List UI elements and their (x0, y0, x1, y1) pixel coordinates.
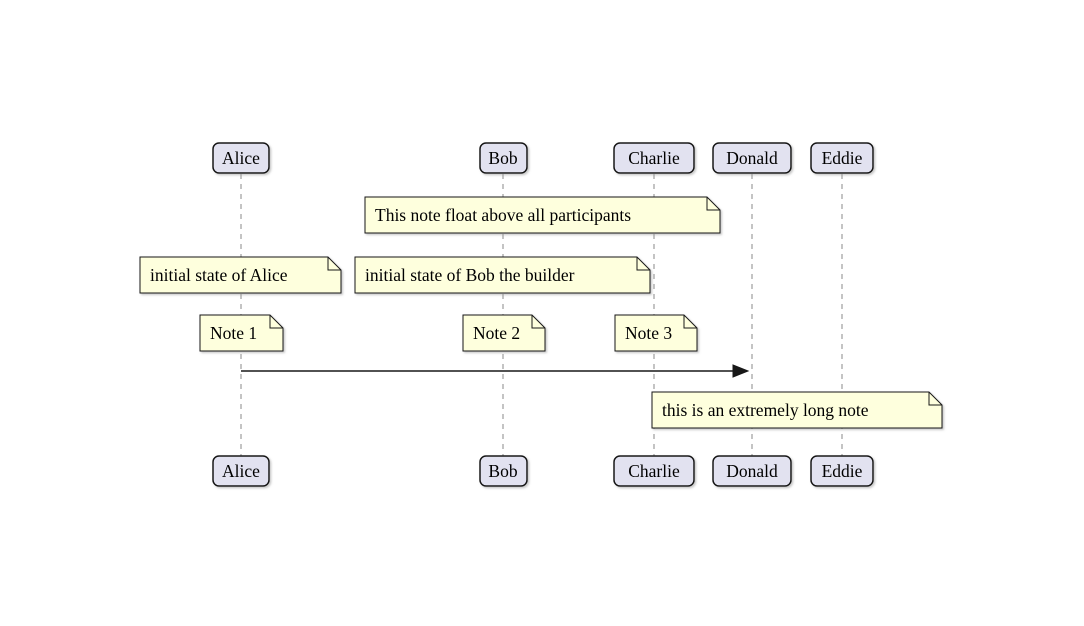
participants-top: Alice Bob Charlie Donald Eddie (212, 142, 874, 174)
note-long-text: this is an extremely long note (662, 400, 869, 420)
participant-top-donald (712, 142, 792, 174)
note-3 (614, 314, 698, 352)
participant-bottom-alice-label: Alice (222, 461, 260, 481)
participant-top-eddie-label: Eddie (822, 148, 863, 168)
participant-bottom-charlie-label: Charlie (628, 461, 680, 481)
note-2-text: Note 2 (473, 323, 520, 343)
note-alice-initial (139, 256, 342, 294)
participant-bottom-charlie (613, 455, 695, 487)
note-2-fold-icon (531, 315, 545, 329)
participants-bottom: Alice Bob Charlie Donald Eddie (212, 455, 874, 487)
participant-top-bob-label: Bob (488, 148, 517, 168)
message-alice-to-donald (241, 364, 750, 378)
participant-top-charlie (613, 142, 695, 174)
participant-bottom-alice (212, 455, 270, 487)
note-2 (462, 314, 546, 352)
note-float-text: This note float above all participants (375, 205, 631, 225)
participant-top-eddie (810, 142, 874, 174)
note-1-fold-icon (269, 315, 283, 329)
note-alice-initial-text: initial state of Alice (150, 265, 288, 285)
note-float (364, 196, 721, 234)
participant-bottom-eddie (810, 455, 874, 487)
message-arrowhead-icon (732, 364, 750, 378)
participant-bottom-donald-label: Donald (726, 461, 778, 481)
note-bob-initial (354, 256, 651, 294)
participant-bottom-donald (712, 455, 792, 487)
note-long (651, 391, 943, 429)
participant-top-donald-label: Donald (726, 148, 778, 168)
note-3-fold-icon (683, 315, 697, 329)
participant-bottom-bob (479, 455, 528, 487)
note-long-fold-icon (928, 392, 942, 406)
note-bob-initial-fold-icon (636, 257, 650, 271)
participant-top-alice-label: Alice (222, 148, 260, 168)
participant-bottom-bob-label: Bob (488, 461, 517, 481)
participant-bottom-eddie-label: Eddie (822, 461, 863, 481)
note-float-fold-icon (706, 197, 720, 211)
participant-top-charlie-label: Charlie (628, 148, 680, 168)
notes: This note float above all participants i… (139, 196, 943, 429)
note-1 (199, 314, 284, 352)
note-bob-initial-text: initial state of Bob the builder (365, 265, 575, 285)
note-1-text: Note 1 (210, 323, 257, 343)
participant-top-alice (212, 142, 270, 174)
note-3-text: Note 3 (625, 323, 672, 343)
participant-top-bob (479, 142, 528, 174)
note-alice-initial-fold-icon (327, 257, 341, 271)
